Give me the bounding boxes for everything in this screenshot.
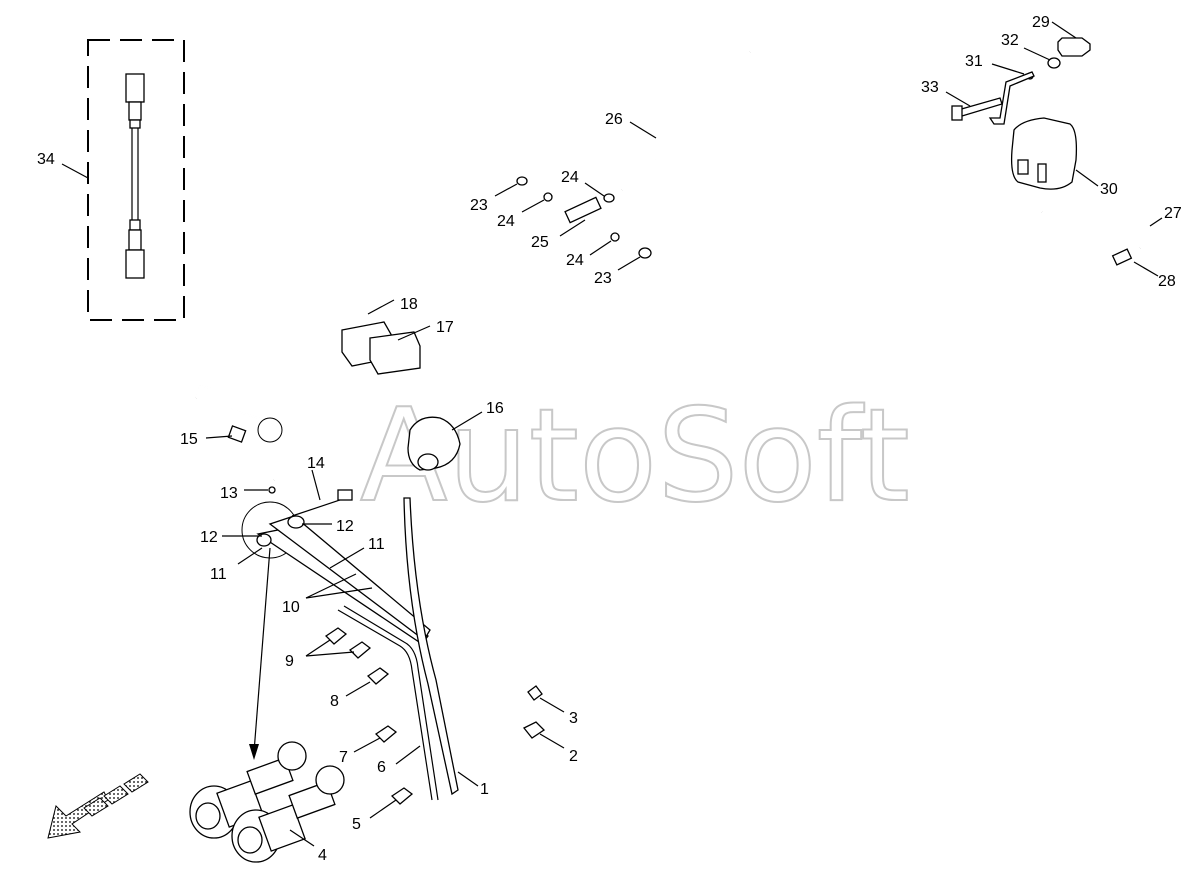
relay-group — [341, 299, 431, 375]
reservoir-group — [945, 21, 1099, 190]
callout-23-lower: 23 — [594, 270, 612, 287]
callout-31: 31 — [965, 53, 983, 70]
washer-line-27 — [1041, 210, 1163, 277]
callout-10: 10 — [282, 599, 300, 616]
callout-11-left: 11 — [210, 566, 227, 583]
callout-28: 28 — [1158, 273, 1176, 290]
callout-33: 33 — [921, 79, 939, 96]
callout-16: 16 — [486, 400, 504, 417]
nozzle-group — [494, 176, 652, 271]
small-fasteners — [522, 685, 565, 749]
wiper-arm-assembly — [222, 501, 431, 760]
washer-pump-4 — [189, 741, 345, 863]
callout-12-right: 12 — [336, 518, 354, 535]
callout-4: 4 — [318, 847, 327, 864]
callout-12-left: 12 — [200, 529, 218, 546]
hose-26 — [621, 50, 751, 192]
callout-34: 34 — [37, 151, 55, 168]
callout-15: 15 — [180, 431, 198, 448]
callout-2: 2 — [569, 748, 578, 765]
callout-32: 32 — [1001, 32, 1019, 49]
callout-24-top: 24 — [561, 169, 579, 186]
wiring-group — [195, 384, 353, 517]
callout-26: 26 — [605, 111, 623, 128]
callout-labels: 1 2 3 4 5 6 7 8 9 10 11 11 12 12 13 14 1… — [37, 14, 1182, 864]
callout-24-left: 24 — [497, 213, 515, 230]
callout-23-upper: 23 — [470, 197, 488, 214]
harness-kit-34 — [61, 39, 185, 321]
callout-8: 8 — [330, 693, 339, 710]
callout-27: 27 — [1164, 205, 1182, 222]
callout-7: 7 — [339, 749, 348, 766]
callout-9: 9 — [285, 653, 294, 670]
callout-3: 3 — [569, 710, 578, 727]
callout-5: 5 — [352, 816, 361, 833]
callout-1: 1 — [480, 781, 489, 798]
callout-18: 18 — [400, 296, 418, 313]
callout-13: 13 — [220, 485, 238, 502]
callout-17: 17 — [436, 319, 454, 336]
callout-6: 6 — [377, 759, 386, 776]
callout-24-bottom: 24 — [566, 252, 584, 269]
wiper-blade-1 — [337, 497, 479, 801]
callout-25: 25 — [531, 234, 549, 251]
callout-30: 30 — [1100, 181, 1118, 198]
callout-11-right: 11 — [368, 536, 385, 553]
direction-arrow — [47, 773, 149, 839]
callout-14: 14 — [307, 455, 325, 472]
clip-group — [305, 627, 414, 819]
callout-29: 29 — [1032, 14, 1050, 31]
wiper-motor-16 — [407, 411, 483, 471]
